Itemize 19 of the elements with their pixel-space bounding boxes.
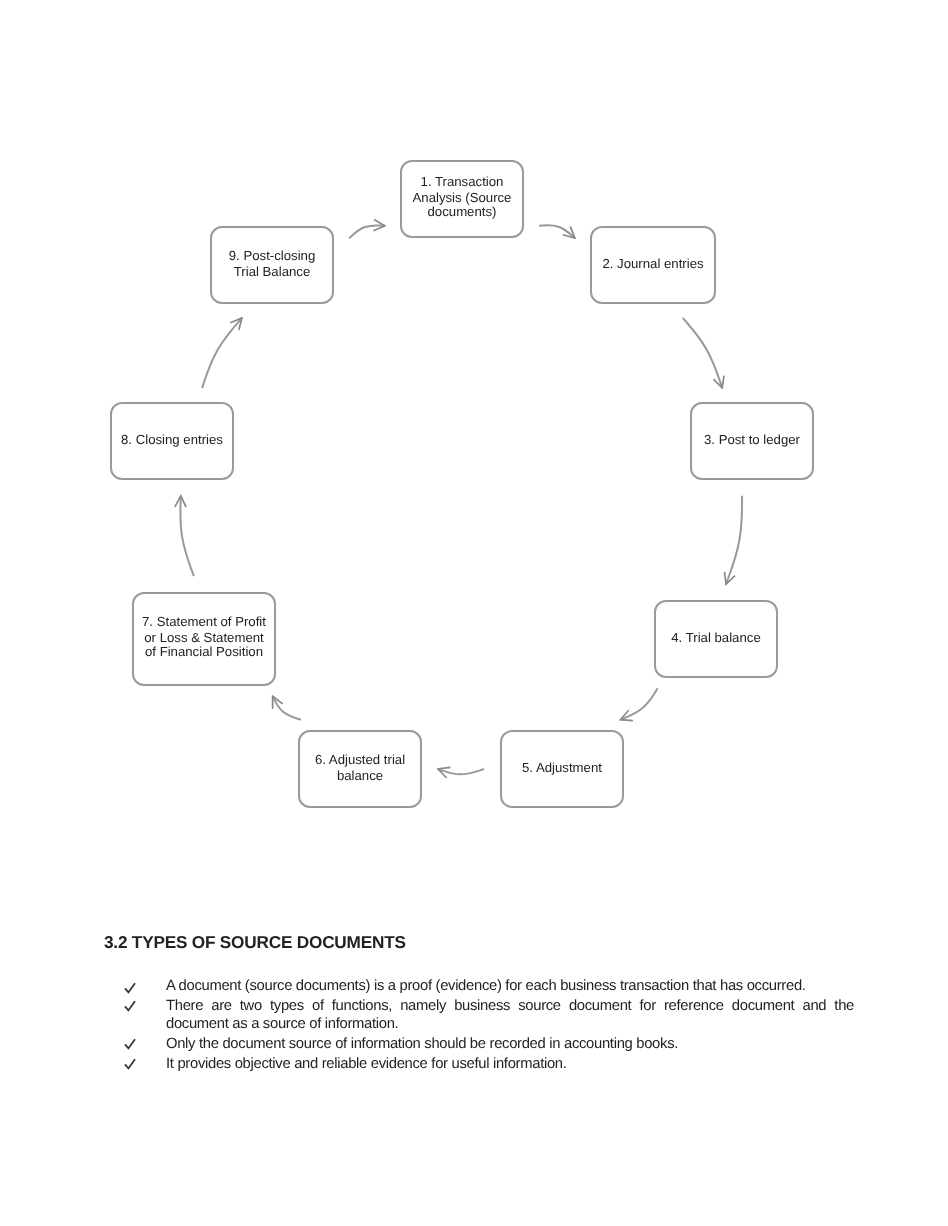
process-box — [298, 730, 422, 808]
arrow — [619, 687, 659, 722]
arrow — [201, 316, 243, 390]
arrow — [681, 316, 725, 390]
process-box — [110, 402, 234, 480]
arrow — [271, 695, 302, 721]
arrow — [348, 218, 386, 240]
process-box — [400, 160, 524, 238]
arrow — [437, 766, 485, 779]
process-box — [690, 402, 814, 480]
process-box — [654, 600, 778, 678]
process-box — [132, 592, 276, 686]
arrow — [174, 494, 195, 578]
section-heading: 3.2 TYPES OF SOURCE DOCUMENTS — [104, 932, 406, 952]
arrow — [538, 224, 576, 239]
arrow — [723, 494, 744, 586]
process-box — [500, 730, 624, 808]
process-box — [590, 226, 716, 304]
process-box — [210, 226, 334, 304]
